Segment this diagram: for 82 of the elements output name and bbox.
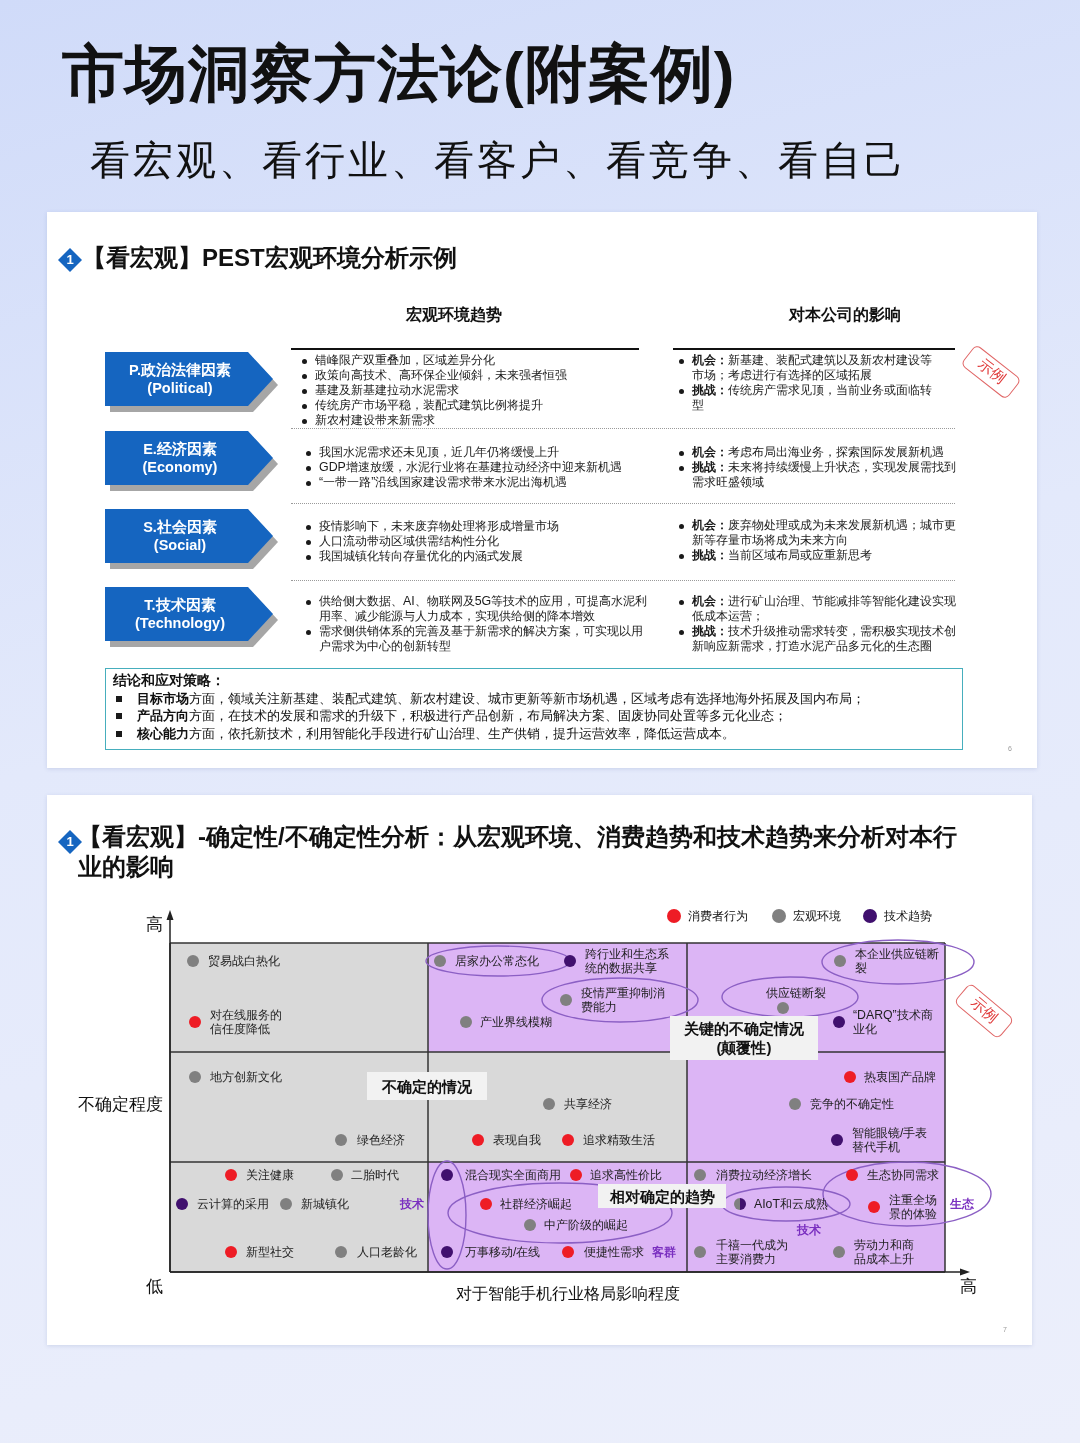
bullet-text: 机会：进行矿山治理、节能减排等智能化建设实现低成本运营； xyxy=(692,594,957,624)
point-label: 新城镇化 xyxy=(301,1197,349,1211)
point-label: 万事移动/在线 xyxy=(465,1245,541,1259)
legend-label: 宏观环境 xyxy=(793,908,841,924)
point-label: 本企业供应链断裂 xyxy=(855,947,940,975)
point-label: 注重全场景的体验 xyxy=(889,1193,938,1221)
point-label: 地方创新文化 xyxy=(210,1070,282,1084)
legend-label: 消费者行为 xyxy=(688,908,748,924)
zone-label: 相对确定的趋势 xyxy=(598,1184,726,1208)
bullet-text: 我国城镇化转向存量优化的内涵式发展 xyxy=(319,549,524,564)
zone-label: 关键的不确定情况 (颠覆性) xyxy=(670,1016,818,1060)
column-heading: 宏观环境趋势 xyxy=(406,305,502,325)
group-label: 生态 xyxy=(950,1197,974,1211)
page-title: 市场洞察方法论(附案例) xyxy=(62,38,736,110)
point-label: 生态协同需求 xyxy=(867,1168,939,1182)
point-label: 疫情严重抑制消费能力 xyxy=(581,986,666,1014)
axis-label: 高 xyxy=(960,1276,977,1296)
point-label: 社群经济崛起 xyxy=(500,1197,572,1211)
point-label: 千禧一代成为主要消费力 xyxy=(716,1238,789,1266)
bullet-text: 传统房产市场平稳，装配式建筑比例将提升 xyxy=(315,398,544,413)
point-label: 产业界线模糊 xyxy=(480,1015,552,1029)
group-label: 技术 xyxy=(797,1223,821,1237)
point-label: 共享经济 xyxy=(564,1097,612,1111)
point-label: 关注健康 xyxy=(246,1168,294,1182)
bullet-text: 挑战：当前区域布局或应重新思考 xyxy=(692,548,873,563)
point-label: “DARQ”技术商业化 xyxy=(853,1008,934,1036)
point-label: 贸易战白热化 xyxy=(208,954,280,968)
point-label: 便捷性需求 xyxy=(584,1245,644,1259)
conclusion-heading: 结论和应对策略： xyxy=(113,672,225,690)
point-label: 劳动力和商品成本上升 xyxy=(854,1238,915,1266)
axis-label: 高 xyxy=(146,914,163,934)
legend-label: 技术趋势 xyxy=(884,908,932,924)
point-label: 消费拉动经济增长 xyxy=(716,1168,812,1182)
bullet-text: 我国水泥需求还未见顶，近几年仍将缓慢上升 xyxy=(319,445,560,460)
strategy-item: 目标市场方面，领域关注新基建、装配式建筑、新农村建设、城市更新等新市场机遇，区域考虑有选择地海外拓展及国内布局； xyxy=(137,689,866,707)
point-label: 热衷国产品牌 xyxy=(864,1070,936,1084)
point-label: 二胎时代 xyxy=(351,1168,399,1182)
point-label: 云计算的采用 xyxy=(197,1197,269,1211)
point-label: 中产阶级的崛起 xyxy=(544,1218,628,1232)
bullet-text: 挑战：技术升级推动需求转变，需积极实现技术创新响应新需求，打造水泥产品多元化的生态圈 xyxy=(692,624,957,654)
bullet-text: 政策向高技术、高环保企业倾斜，未来强者恒强 xyxy=(315,368,568,383)
point-label: 追求精致生活 xyxy=(583,1133,655,1147)
bullet-text: 机会：废弃物处理或成为未来发展新机遇；城市更新等存量市场将成为未来方向 xyxy=(692,518,957,548)
bullet-text: 新农村建设带来新需求 xyxy=(315,413,436,428)
strategy-item: 核心能力方面，依托新技术，利用智能化手段进行矿山治理、生产供销，提升运营效率，降低运营成本。 xyxy=(137,724,736,742)
bullet-text: 机会：考虑布局出海业务，探索国际发展新机遇 xyxy=(692,445,945,460)
bullet-text: 挑战：未来将持续缓慢上升状态，实现发展需找到需求旺盛领域 xyxy=(692,460,957,490)
point-label: 竞争的不确定性 xyxy=(810,1097,894,1111)
point-label: 人口老龄化 xyxy=(357,1245,417,1259)
point-label: 居家办公常态化 xyxy=(455,954,539,968)
conclusion-box xyxy=(105,668,963,750)
bullet-text: 错峰限产双重叠加，区域差异分化 xyxy=(315,353,496,368)
bullet-text: GDP增速放缓，水泥行业将在基建拉动经济中迎来新机遇 xyxy=(319,460,623,475)
group-label: 客群 xyxy=(652,1245,676,1259)
group-label: 技术 xyxy=(400,1197,424,1211)
point-label: 新型社交 xyxy=(246,1245,294,1259)
bullet-text: 需求侧供销体系的完善及基于新需求的解决方案，可实现以用户需求为中心的创新转型 xyxy=(319,624,644,654)
section-heading: 【看宏观】PEST宏观环境分析示例 xyxy=(82,243,458,273)
strategy-item: 产品方向方面，在技术的发展和需求的升级下，积极进行产品创新，布局解决方案、固废协同处置等多元化业态； xyxy=(137,707,788,725)
axis-label: 低 xyxy=(146,1276,163,1296)
axis-label: 不确定程度 xyxy=(78,1094,163,1114)
point-label: AIoT和云成熟 xyxy=(754,1197,828,1211)
point-label: 表现自我 xyxy=(493,1133,541,1147)
number-diamond: 1 xyxy=(58,830,82,854)
bullet-text: 挑战：传统房产需求见顶，当前业务或面临转型 xyxy=(692,383,933,413)
bullet-text: 机会：新基建、装配式建筑以及新农村建设等市场；考虑进行有选择的区域拓展 xyxy=(692,353,933,383)
point-label: 智能眼镜/手表替代手机 xyxy=(852,1126,929,1154)
point-label: 混合现实全面商用 xyxy=(465,1168,561,1182)
bullet-text: “一带一路”沿线国家建设需求带来水泥出海机遇 xyxy=(319,475,569,490)
slide-card xyxy=(47,212,1037,768)
point-label: 供应链断裂 xyxy=(766,986,826,1000)
bullet-text: 供给侧大数据、AI、物联网及5G等技术的应用，可提高水泥利用率、减少能源与人力成本，实现供给侧的降本增效 xyxy=(319,594,649,624)
number-diamond: 1 xyxy=(58,248,82,272)
bullet-text: 人口流动带动区域供需结构性分化 xyxy=(319,534,500,549)
bullet-text: 基建及新基建拉动水泥需求 xyxy=(315,383,460,398)
point-label: 对在线服务的信任度降低 xyxy=(210,1008,283,1036)
axis-label: 对于智能手机行业格局影响程度 xyxy=(456,1284,680,1304)
point-label: 绿色经济 xyxy=(357,1133,405,1147)
zone-label: 不确定的情况 xyxy=(367,1072,487,1100)
subtitle: 看宏观、看行业、看客户、看竞争、看自己 xyxy=(90,137,907,184)
point-label: 跨行业和生态系统的数据共享 xyxy=(585,947,670,975)
bullet-text: 疫情影响下，未来废弃物处理将形成增量市场 xyxy=(319,519,560,534)
